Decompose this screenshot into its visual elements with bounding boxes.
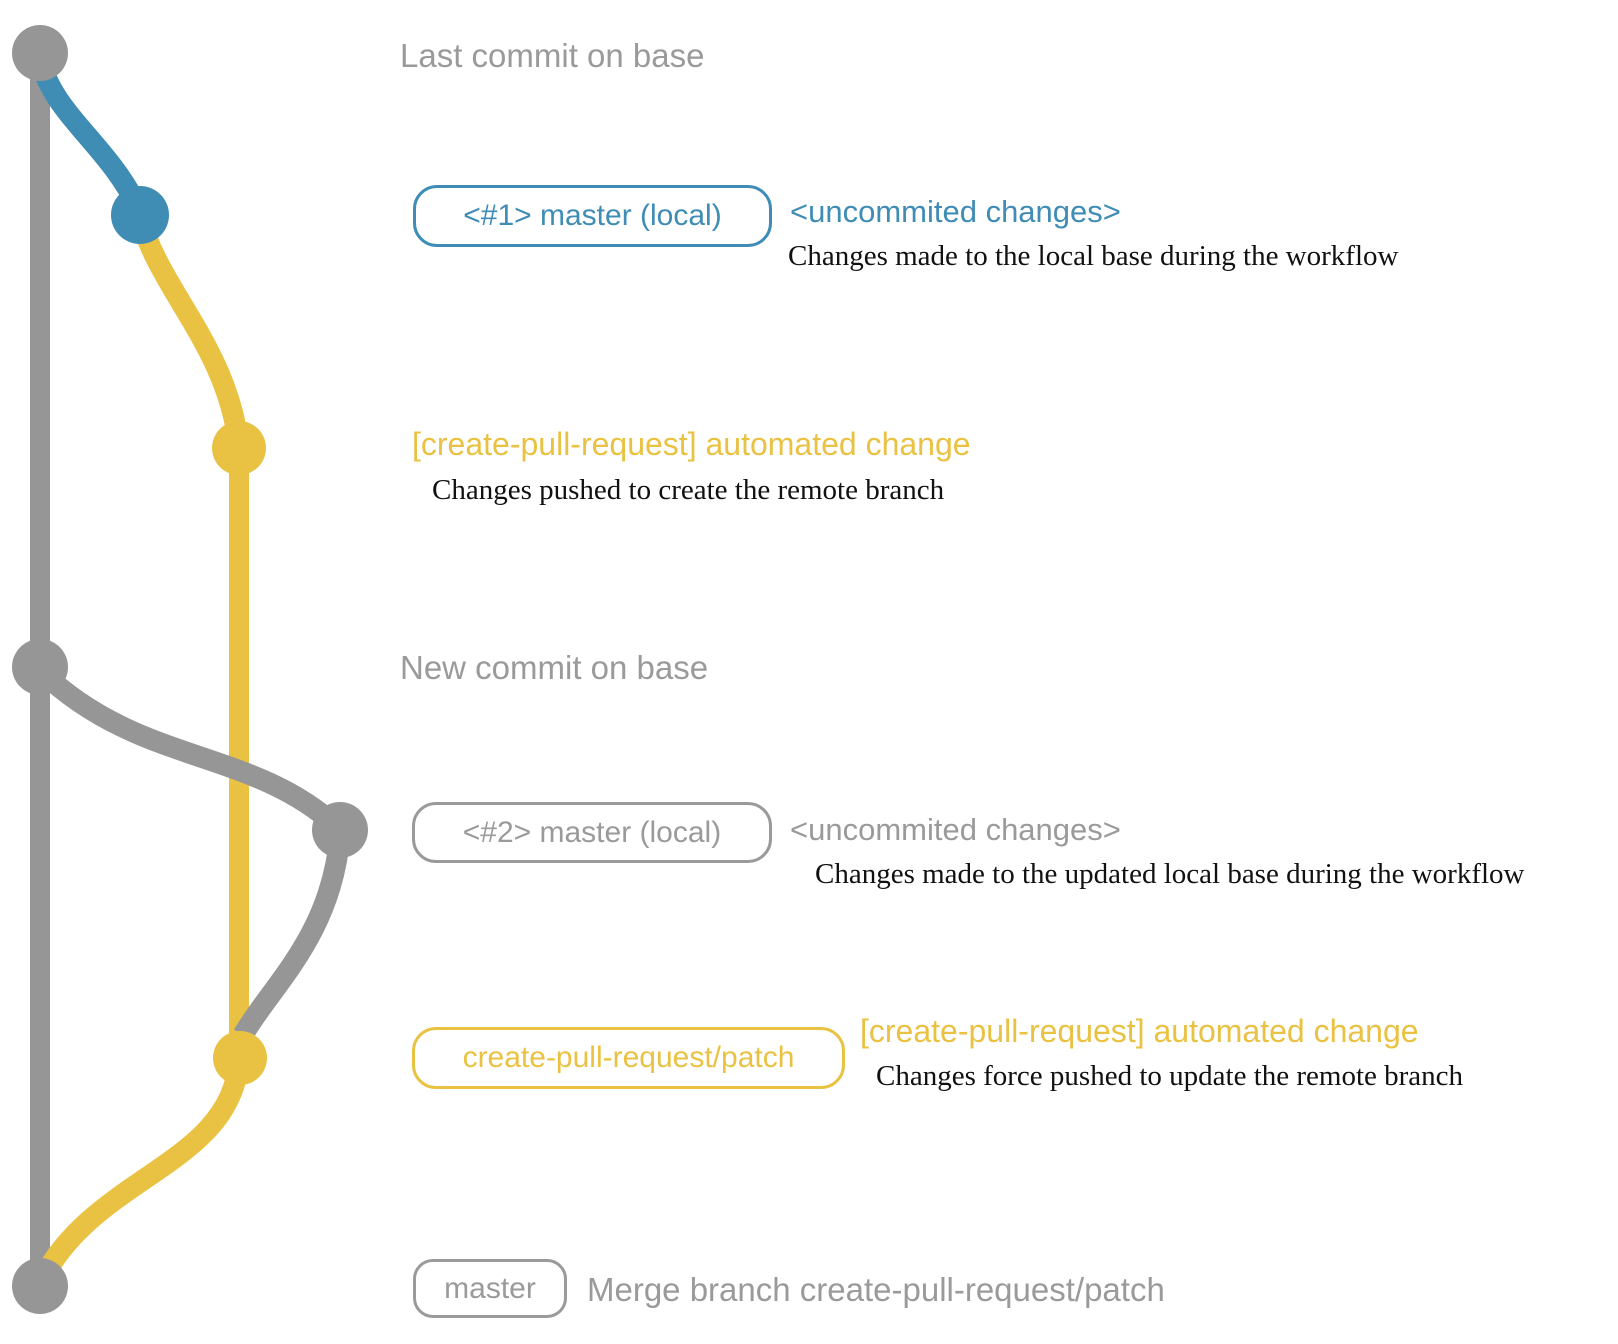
badge-master-local-1: <#1> master (local) — [413, 185, 772, 247]
patch-branch-curve-top — [129, 215, 249, 442]
commit-node-automated-change-2 — [213, 1031, 267, 1085]
commit-node-uncommitted-1 — [111, 186, 169, 244]
badge-master: master — [413, 1259, 567, 1318]
badge-create-pull-request-patch: create-pull-request/patch — [412, 1027, 845, 1089]
automated-change-caption-2: Changes force pushed to update the remot… — [876, 1060, 1464, 1092]
uncommitted-changes-label-2: <uncommited changes> — [790, 812, 1121, 847]
uncommitted-changes-caption-2: Changes made to the updated local base d… — [815, 858, 1525, 890]
commit-node-new-commit-on-base — [12, 639, 68, 695]
last-commit-title: Last commit on base — [400, 37, 705, 74]
merge-commit-message: Merge branch create-pull-request/patch — [587, 1271, 1165, 1308]
new-commit-title: New commit on base — [400, 649, 709, 686]
badge-master-local-2: <#2> master (local) — [412, 802, 772, 863]
patch-merge-curve — [32, 1057, 250, 1285]
rebased-to-patch-curve — [233, 833, 351, 1041]
commit-node-last-commit-on-base — [12, 25, 68, 81]
commit-node-merge — [12, 1258, 68, 1314]
rebased-local-curve — [34, 664, 344, 834]
uncommitted-changes-label-1: <uncommited changes> — [790, 194, 1121, 229]
commit-node-uncommitted-2 — [312, 802, 368, 858]
automated-change-caption-1: Changes pushed to create the remote bran… — [432, 474, 945, 506]
automated-change-title-2: [create-pull-request] automated change — [860, 1013, 1419, 1049]
uncommitted-changes-caption-1: Changes made to the local base during th… — [788, 240, 1399, 272]
commit-node-automated-change-1 — [212, 421, 266, 475]
local-changes-curve — [29, 55, 150, 217]
automated-change-title-1: [create-pull-request] automated change — [412, 426, 971, 462]
